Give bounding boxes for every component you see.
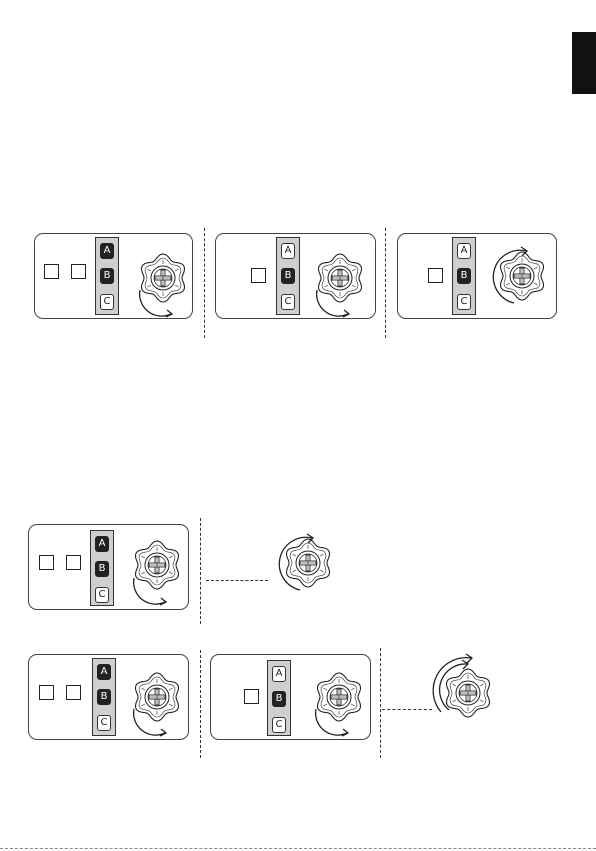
indicator-square-icon bbox=[39, 685, 54, 700]
key-a[interactable]: A bbox=[97, 664, 111, 680]
key-c[interactable]: C bbox=[97, 715, 111, 731]
indicator-square-icon bbox=[71, 264, 86, 279]
key-a[interactable]: A bbox=[457, 243, 471, 259]
indicator-square-icon bbox=[244, 689, 259, 704]
indicator-square-icon bbox=[428, 268, 443, 283]
key-a[interactable]: A bbox=[95, 536, 109, 552]
selector-strip: A B C bbox=[267, 660, 291, 736]
key-b[interactable]: B bbox=[281, 268, 295, 284]
indicator-square-icon bbox=[66, 555, 81, 570]
selector-strip: A B C bbox=[90, 530, 114, 606]
indicator-square-icon bbox=[66, 685, 81, 700]
key-b[interactable]: B bbox=[97, 689, 111, 705]
rotation-arrow-icon bbox=[125, 552, 185, 612]
key-c[interactable]: C bbox=[272, 717, 286, 733]
key-c[interactable]: C bbox=[95, 587, 109, 603]
indicator-square-icon bbox=[251, 268, 266, 283]
rotation-arrow-icon bbox=[308, 264, 368, 324]
divider-line bbox=[385, 228, 386, 338]
page-bottom-rule bbox=[0, 848, 596, 849]
rotation-arrow-icon bbox=[307, 683, 367, 743]
control-panel-6: A B C bbox=[210, 654, 371, 740]
key-c[interactable]: C bbox=[281, 294, 295, 310]
key-b[interactable]: B bbox=[100, 268, 114, 284]
key-c[interactable]: C bbox=[457, 294, 471, 310]
control-panel-5: A B C bbox=[28, 654, 189, 740]
section-tab bbox=[572, 32, 596, 94]
key-a[interactable]: A bbox=[281, 243, 295, 259]
key-b[interactable]: B bbox=[457, 268, 471, 284]
indicator-square-icon bbox=[39, 555, 54, 570]
indicator-square-icon bbox=[44, 264, 59, 279]
rotation-arrow-icon bbox=[274, 527, 338, 597]
selector-strip: A B C bbox=[92, 658, 116, 736]
divider-line bbox=[200, 518, 201, 624]
selector-strip: A B C bbox=[452, 237, 476, 315]
selector-strip: A B C bbox=[276, 237, 300, 315]
key-b[interactable]: B bbox=[95, 561, 109, 577]
rotation-arrow-icon bbox=[428, 653, 498, 723]
divider-line bbox=[204, 228, 205, 338]
rotation-arrow-icon bbox=[488, 240, 552, 310]
key-a[interactable]: A bbox=[100, 243, 114, 259]
connector-line bbox=[206, 580, 268, 581]
divider-line bbox=[380, 648, 381, 758]
rotation-arrow-icon bbox=[131, 264, 191, 324]
control-panel-3: A B C bbox=[397, 233, 557, 319]
control-panel-1: A B C bbox=[34, 233, 193, 319]
key-a[interactable]: A bbox=[272, 666, 286, 682]
rotation-arrow-icon bbox=[125, 683, 185, 743]
divider-line bbox=[200, 650, 201, 758]
key-b[interactable]: B bbox=[272, 691, 286, 707]
control-panel-4: A B C bbox=[28, 524, 189, 610]
control-panel-2: A B C bbox=[215, 233, 376, 319]
connector-line bbox=[382, 709, 432, 710]
selector-strip: A B C bbox=[95, 237, 119, 315]
key-c[interactable]: C bbox=[100, 294, 114, 310]
